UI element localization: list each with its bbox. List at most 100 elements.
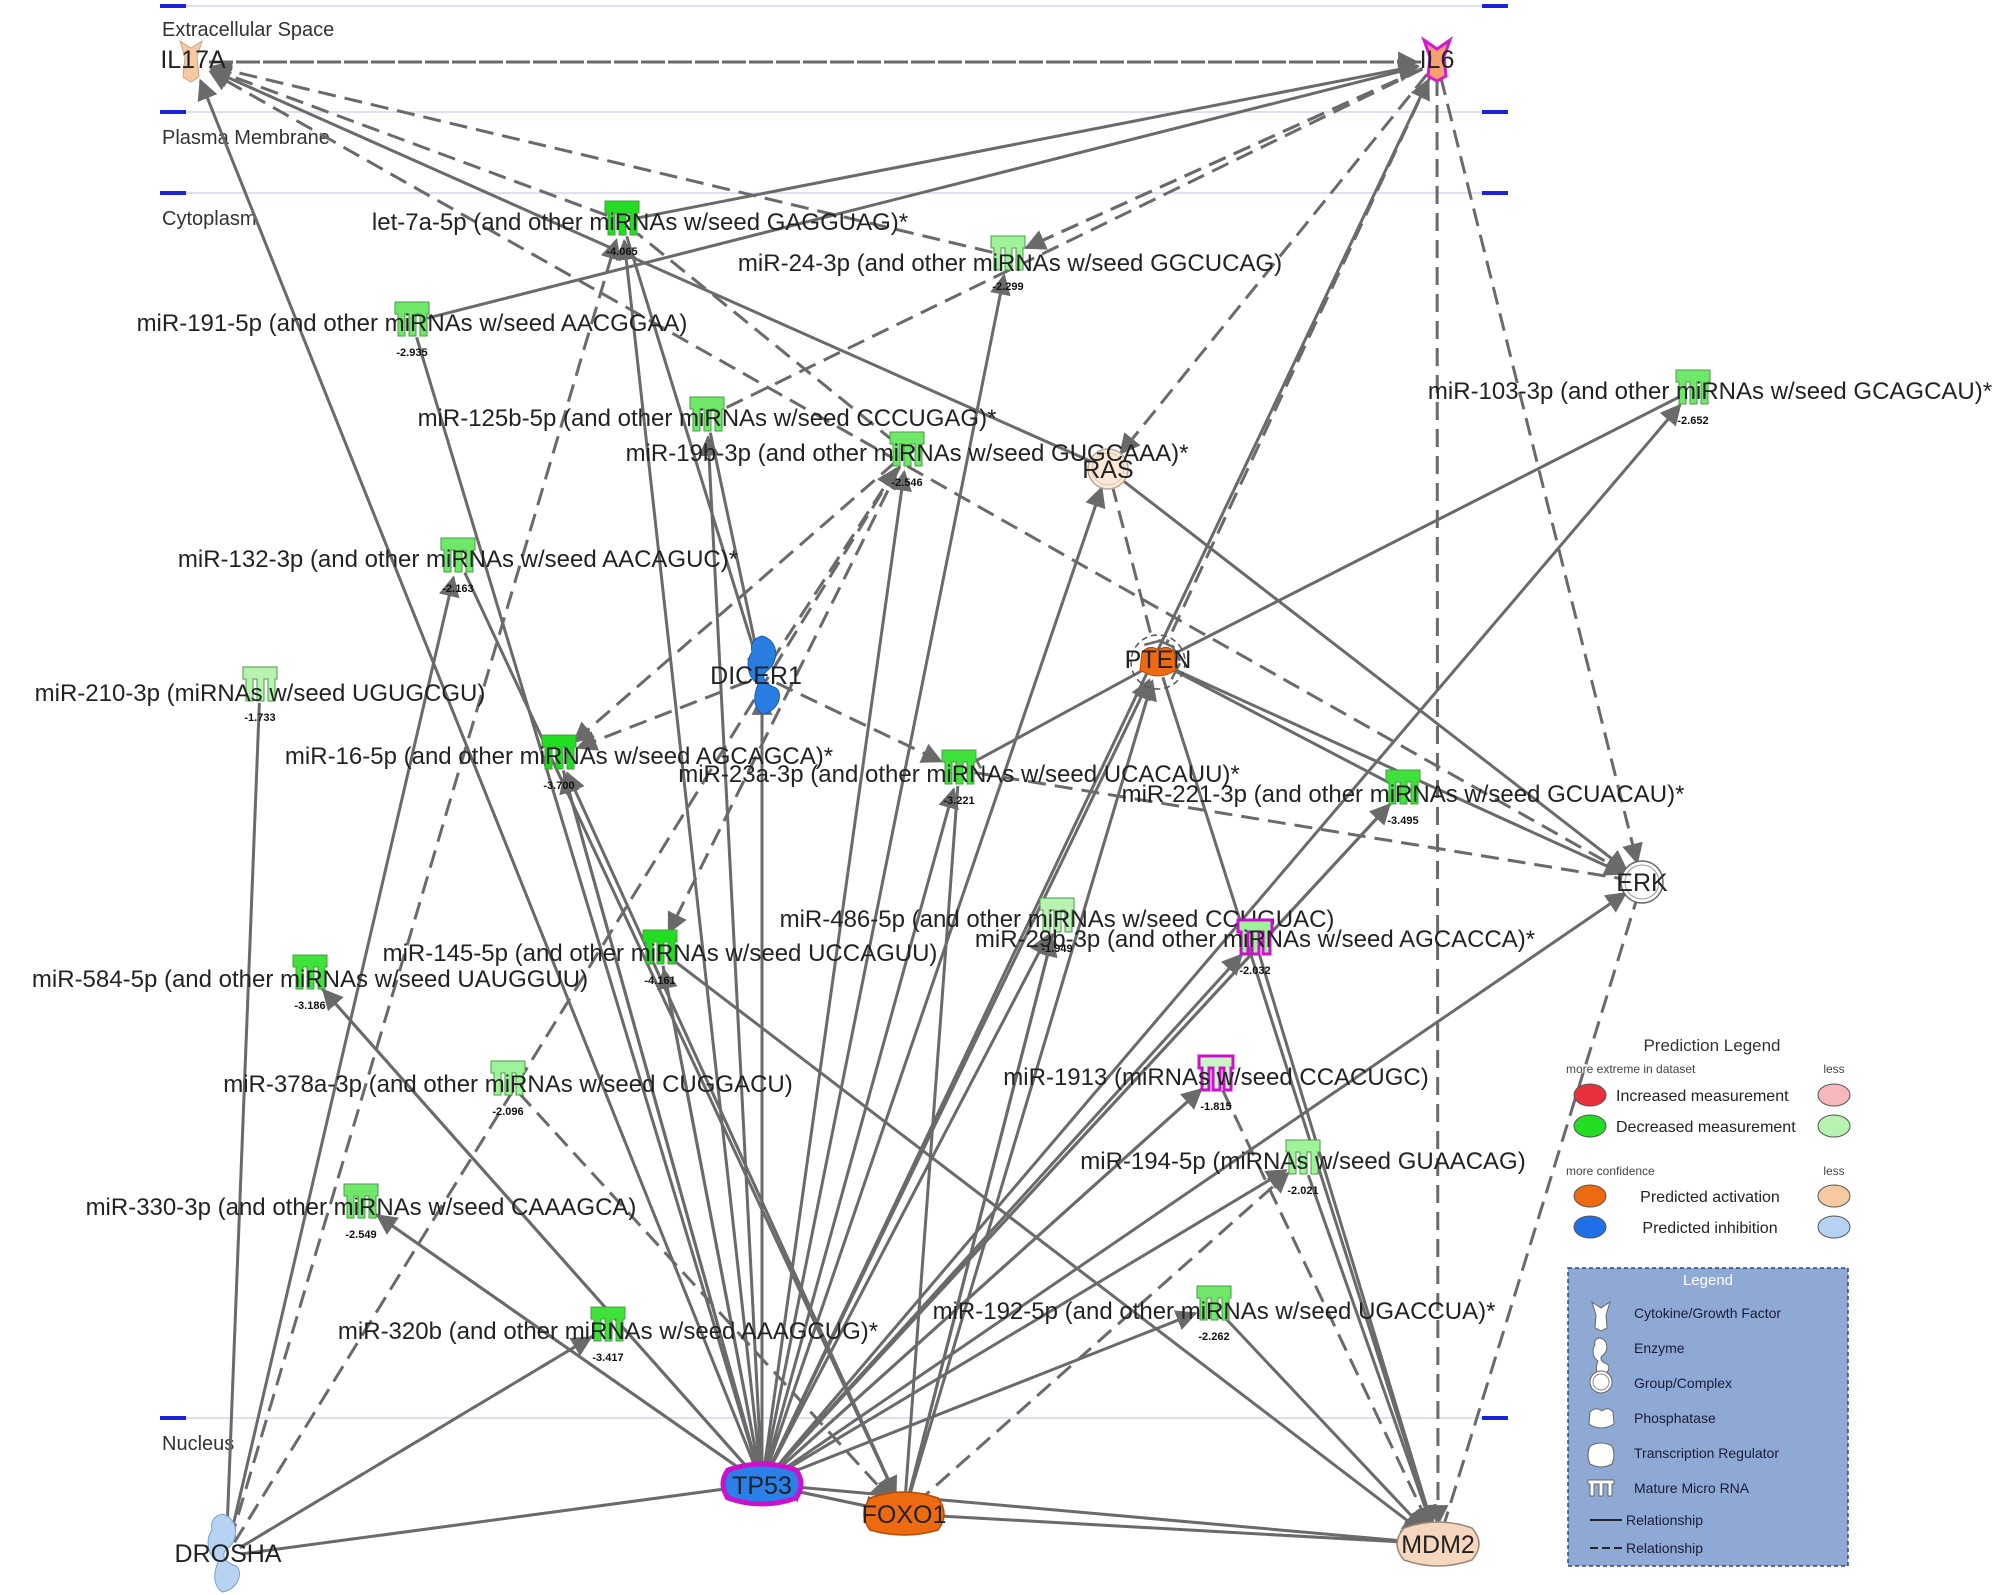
mdm2-node[interactable]: MDM2 [1396, 1521, 1480, 1567]
il17a-label: IL17A [160, 46, 226, 74]
edge-tp53-to-mir486 [768, 933, 1050, 1471]
edge-tp53-to-mir192 [776, 1310, 1198, 1480]
mature-microrna-icon [1675, 369, 1711, 405]
edge-mdm2-to-erk [1441, 900, 1638, 1530]
edge-tp53-to-mir24 [763, 273, 1011, 1469]
tp53-node[interactable]: TP53 [720, 1461, 804, 1507]
edge-tp53-to-mir194 [774, 1168, 1288, 1478]
edge-mir378a-to-foxo1 [517, 1091, 892, 1501]
il17a-node[interactable]: IL17A [160, 39, 226, 83]
erk-node[interactable]: ERK [1616, 860, 1668, 904]
fold-change-value: -2.021 [1287, 1185, 1318, 1197]
mirna-node-mir23a[interactable]: miR-23a-3p (and other miRNAs w/seed UCAC… [678, 749, 1240, 807]
foxo1-node[interactable]: FOXO1 [862, 1491, 947, 1536]
drosha-node[interactable]: DROSHA [175, 1513, 282, 1593]
enzyme-icon [207, 1513, 240, 1593]
edge-drosha-to-let7a [229, 238, 622, 1542]
edge-mir486-to-foxo1 [907, 933, 1055, 1496]
shape-legend: Legend Cytokine/Growth Factor Enzyme Gro… [1567, 1267, 1849, 1567]
mirna-node-mir132[interactable]: miR-132-3p (and other miRNAs w/seed AACA… [178, 537, 738, 595]
group-complex-icon [1087, 448, 1129, 490]
cytokine-icon [1591, 1300, 1611, 1332]
mature-microrna-icon [590, 1306, 626, 1342]
mirna-label: miR-1913 (miRNAs w/seed CCACUGC) [1003, 1064, 1428, 1091]
mirna-label: miR-194-5p (miRNAs w/seed GUAACAG) [1080, 1148, 1525, 1175]
mirna-node-mir29b[interactable]: miR-29b-3p (and other miRNAs w/seed AGCA… [975, 918, 1535, 977]
mirna-node-mir584[interactable]: miR-584-5p (and other miRNAs w/seed UAUG… [32, 954, 588, 1012]
mature-microrna-icon [1285, 1139, 1321, 1175]
ras-node[interactable]: RAS [1082, 448, 1134, 490]
mirna-node-mir19b[interactable]: miR-19b-3p (and other miRNAs w/seed GUGC… [626, 431, 1189, 489]
mirna-node-mir16[interactable]: miR-16-5p (and other miRNAs w/seed AGCAG… [285, 734, 833, 792]
mirna-node-mir210[interactable]: miR-210-3p (miRNAs w/seed UGUGCGU) -1.733 [35, 666, 486, 724]
mirna-node-let7a[interactable]: let-7a-5p (and other miRNAs w/seed GAGGU… [372, 200, 908, 258]
edge-il6-to-mdm2 [1427, 77, 1449, 1527]
group-complex-icon [1620, 860, 1664, 904]
legend-mature-microrna: Mature Micro RNA [1634, 1480, 1750, 1496]
compartments: Extracellular Space Plasma Membrane Cyto… [160, 4, 1508, 1455]
edge-mdm2-to-foxo1 [923, 1513, 1423, 1545]
mirna-node-mir378a[interactable]: miR-378a-3p (and other miRNAs w/seed CUG… [223, 1060, 793, 1118]
edge-tp53-to-let7a [615, 238, 762, 1469]
mirna-node-mir1913[interactable]: miR-1913 (miRNAs w/seed CCACUGC) -1.815 [1003, 1054, 1429, 1113]
legend-cytokine: Cytokine/Growth Factor [1634, 1305, 1781, 1321]
edge-drosha-to-mir132 [228, 575, 460, 1541]
mirna-node-mir191[interactable]: miR-191-5p (and other miRNAs w/seed AACG… [137, 301, 688, 359]
dicer1-node[interactable]: DICER1 [710, 635, 802, 715]
edge-dicer1-to-mir23a [775, 681, 943, 763]
mature-microrna-icon [394, 301, 430, 337]
edge-mir16-to-tp53 [561, 770, 759, 1466]
fold-change-value: -2.549 [345, 1229, 376, 1241]
legend-relationship-dashed: Relationship [1626, 1540, 1703, 1556]
edge-mir125b-to-dicer1 [708, 432, 760, 657]
increased-swatch [1573, 1083, 1607, 1107]
decreased-label: Decreased measurement [1616, 1119, 1796, 1136]
mature-microrna-icon [990, 235, 1026, 271]
edge-mir1913-to-tp53 [775, 1085, 1206, 1472]
edge-tp53-to-erk [774, 892, 1628, 1477]
inhibition-label: Predicted inhibition [1642, 1220, 1777, 1237]
legend-relationship-solid: Relationship [1626, 1512, 1703, 1528]
mirna-node-mir125b[interactable]: miR-125b-5p (and other miRNAs w/seed CCC… [418, 396, 997, 432]
mirna-node-mir145[interactable]: miR-145-5p (and other miRNAs w/seed UCCA… [383, 929, 938, 987]
il6-node[interactable]: IL6 [1420, 36, 1455, 83]
prediction-legend: Prediction Legend more extreme in datase… [1566, 1036, 1851, 1239]
mirna-nodes: let-7a-5p (and other miRNAs w/seed GAGGU… [32, 200, 1992, 1364]
legend-enzyme: Enzyme [1634, 1340, 1685, 1356]
fold-change-value: -2.163 [442, 583, 473, 595]
mirna-label: miR-103-3p (and other miRNAs w/seed GCAG… [1428, 378, 1992, 405]
edge-foxo1-to-pten [907, 679, 1157, 1500]
mirna-node-mir192[interactable]: miR-192-5p (and other miRNAs w/seed UGAC… [933, 1285, 1496, 1343]
increased-less-swatch [1817, 1083, 1851, 1107]
fold-change-value: -3.221 [943, 795, 974, 807]
edge-dicer1-to-mir16 [575, 680, 748, 751]
legend-phosphatase: Phosphatase [1634, 1410, 1716, 1426]
fold-change-value: -1.733 [244, 712, 275, 724]
mature-microrna-icon [242, 666, 278, 702]
pten-node[interactable]: PTEN [1125, 634, 1192, 690]
inhibition-bar [1143, 639, 1163, 647]
mirna-node-mir330[interactable]: miR-330-3p (and other miRNAs w/seed CAAA… [86, 1183, 637, 1241]
edge-tp53-to-mir23a [764, 787, 959, 1469]
mirna-node-mir221[interactable]: miR-221-3p (and other miRNAs w/seed GCUA… [1122, 769, 1685, 827]
fold-change-value: -2.935 [396, 347, 427, 359]
inhibition-bar [1170, 662, 1182, 680]
transcription-regulator-icon [1587, 1442, 1615, 1468]
phosphatase-icon [1588, 1408, 1615, 1429]
fold-change-value: -2.032 [1239, 965, 1270, 977]
mirna-node-mir320b[interactable]: miR-320b (and other miRNAs w/seed AAAGCU… [338, 1306, 878, 1364]
decreased-swatch [1573, 1114, 1607, 1138]
mirna-label: miR-210-3p (miRNAs w/seed UGUGCGU) [35, 680, 486, 707]
edge-mir584-to-tp53 [319, 985, 750, 1471]
mature-microrna-icon [889, 431, 925, 467]
edge-mir330-to-tp53 [373, 1211, 747, 1474]
fold-change-value: -1.815 [1200, 1101, 1231, 1113]
compartment-plasma-membrane: Plasma Membrane [162, 127, 330, 149]
mirna-node-mir194[interactable]: miR-194-5p (miRNAs w/seed GUAACAG) -2.021 [1080, 1139, 1526, 1197]
mirna-node-mir24[interactable]: miR-24-3p (and other miRNAs w/seed GGCUC… [738, 235, 1282, 293]
edge-tp53-to-mir19b [762, 469, 912, 1469]
cytokine-icon [179, 39, 203, 83]
mirna-node-mir103[interactable]: miR-103-3p (and other miRNAs w/seed GCAG… [1428, 369, 1992, 427]
mirna-label: miR-192-5p (and other miRNAs w/seed UGAC… [933, 1298, 1496, 1325]
edge-mir19b-to-let7a [636, 232, 896, 444]
